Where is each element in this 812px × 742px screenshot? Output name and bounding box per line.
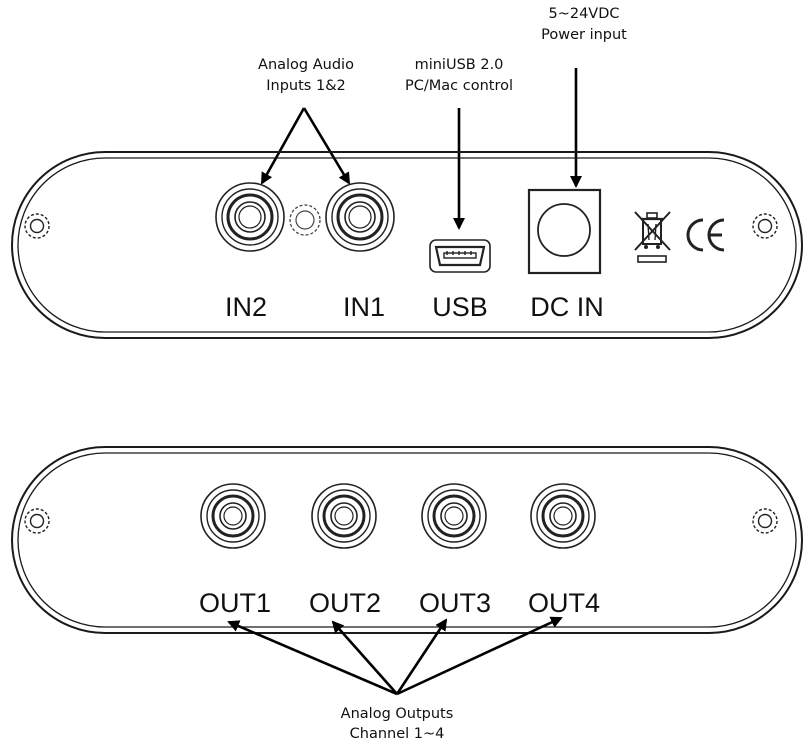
label-dc-in: DC IN <box>530 292 604 322</box>
bottom-panel: OUT1 OUT2 OUT3 OUT4 <box>11 446 803 634</box>
screw-hole <box>752 213 778 239</box>
screw-hole <box>24 508 50 534</box>
mini-usb-port <box>429 239 491 273</box>
callout-analog-inputs-line1: Analog Audio <box>258 57 354 73</box>
screw-hole <box>24 213 50 239</box>
callout-power-line2: Power input <box>541 27 627 43</box>
ce-mark-icon <box>686 218 725 252</box>
label-in2: IN2 <box>225 292 267 322</box>
label-out4: OUT4 <box>528 588 600 618</box>
out2-jack <box>311 483 377 549</box>
label-out1: OUT1 <box>199 588 271 618</box>
in2-jack <box>215 182 285 252</box>
weee-icon <box>634 211 671 263</box>
output-arrows <box>227 616 563 696</box>
out1-jack <box>200 483 266 549</box>
out4-jack <box>530 483 596 549</box>
out3-jack <box>421 483 487 549</box>
screw-hole <box>752 508 778 534</box>
input-arrows <box>260 107 351 185</box>
callout-usb-line2: PC/Mac control <box>405 78 513 94</box>
callout-analog-outputs-line1: Analog Outputs <box>341 706 454 722</box>
label-out2: OUT2 <box>309 588 381 618</box>
label-in1: IN1 <box>343 292 385 322</box>
dc-in-jack <box>527 188 602 275</box>
label-usb: USB <box>432 292 488 322</box>
callout-power-line1: 5~24VDC <box>548 6 619 22</box>
in1-jack <box>325 182 395 252</box>
label-out3: OUT3 <box>419 588 491 618</box>
callout-analog-inputs-line2: Inputs 1&2 <box>266 78 345 94</box>
callout-usb-line1: miniUSB 2.0 <box>415 57 504 73</box>
top-panel: IN2 IN1 USB DC IN <box>11 151 803 339</box>
callout-analog-outputs-line2: Channel 1~4 <box>350 726 445 742</box>
ground-post <box>289 204 321 236</box>
